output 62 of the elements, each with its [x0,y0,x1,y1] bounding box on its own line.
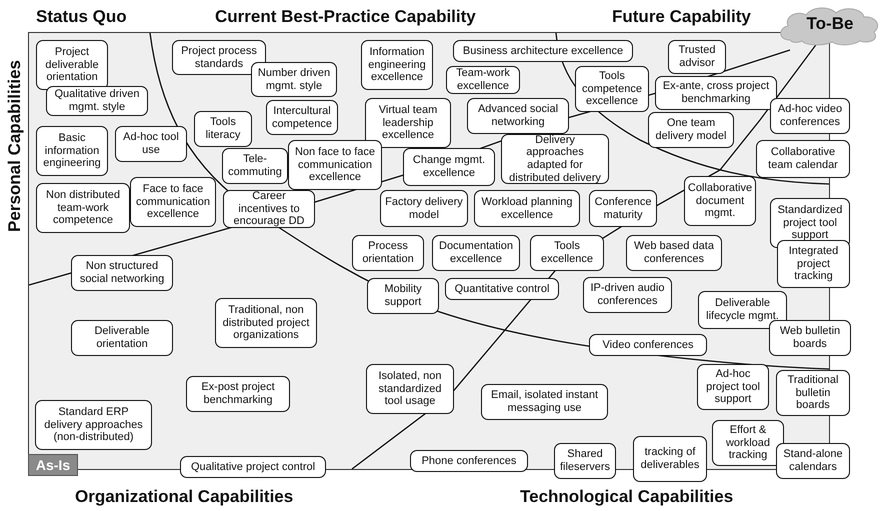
capability-box: Non distributed team-work competence [36,183,130,233]
capability-box: Ad-hoc tool use [115,126,187,162]
capability-box: Deliverable orientation [71,320,173,356]
capability-box: Video conferences [589,334,707,356]
capability-box: Tele-commuting [222,148,288,184]
capability-box: One team delivery model [648,112,734,148]
capability-box: Isolated, non standardized tool usage [366,364,454,414]
capability-box: tracking of deliverables [633,436,707,482]
capability-box: Change mgmt. excellence [403,148,495,186]
capability-box: IP-driven audio conferences [583,277,672,313]
capability-box: Process orientation [352,235,424,271]
capability-box: Ad-hoc video conferences [770,98,850,134]
capability-box: Qualitative project control [180,456,326,478]
capability-box: Trusted advisor [668,40,726,74]
capability-box: Number driven mgmt. style [251,62,337,97]
capability-box: Factory delivery model [380,190,468,227]
column-heading: Technological Capabilities [520,487,734,507]
capability-box: Intercultural competence [266,100,338,135]
capability-box: Ex-post project benchmarking [186,376,290,412]
state-label: To-Be [806,14,854,34]
capability-box: Workload planning excellence [474,190,580,227]
capability-box: Mobility support [367,278,439,314]
capability-box: Non face to face communication excellence [288,140,382,190]
capability-box: Tools literacy [194,111,252,147]
capability-box: Non structured social networking [71,255,173,291]
capability-box: Advanced social networking [467,98,569,134]
capability-box: Traditional, non distributed project organizations [215,298,317,348]
capability-box: Team-work excellence [446,66,520,94]
column-heading: Organizational Capabilities [75,487,294,507]
capability-box: Delivery approaches adapted for distributed delivery [501,134,609,184]
capability-box: Integrated project tracking [777,240,850,288]
capability-box: Qualitative driven mgmt. style [46,86,148,116]
capability-box: Collaborative document mgmt. [684,176,756,226]
column-heading: Status Quo [36,7,127,27]
capability-box: Quantitative control [445,278,559,300]
capability-box: Standard ERP delivery approaches (non-distributed) [35,400,152,450]
capability-box: Collaborative team calendar [756,140,850,178]
capability-box: Business architecture excellence [453,40,633,62]
capability-box: Traditional bulletin boards [776,370,850,416]
capability-box: Stand-alone calendars [776,443,850,479]
capability-box: Effort & workload tracking [712,420,784,466]
row-heading: Personal Capabilities [5,60,25,232]
capability-box: Email, isolated instant messaging use [481,384,608,420]
capability-box: Basic information engineering [36,126,108,176]
capability-box: Web based data conferences [626,235,722,271]
capability-box: Career incentives to encourage DD [223,190,315,228]
capability-box: Documentation excellence [432,235,520,271]
capability-box: Project deliverable orientation [36,40,108,90]
capability-box: Web bulletin boards [769,320,851,356]
capability-box: Ad-hoc project tool support [697,364,769,410]
column-heading: Current Best-Practice Capability [215,7,476,27]
column-heading: Future Capability [612,7,751,27]
capability-box: Face to face communication excellence [130,177,216,227]
capability-box: Virtual team leadership excellence [365,98,451,148]
state-tag: As-Is [28,454,78,476]
capability-box: Conference maturity [589,190,657,227]
capability-box: Tools competence excellence [575,66,649,112]
capability-box: Tools excellence [530,235,604,271]
capability-box: Phone conferences [410,450,528,472]
capability-box: Information engineering excellence [361,40,433,90]
capability-box: Shared fileservers [554,443,616,479]
capability-box: Ex-ante, cross project benchmarking [655,76,777,110]
